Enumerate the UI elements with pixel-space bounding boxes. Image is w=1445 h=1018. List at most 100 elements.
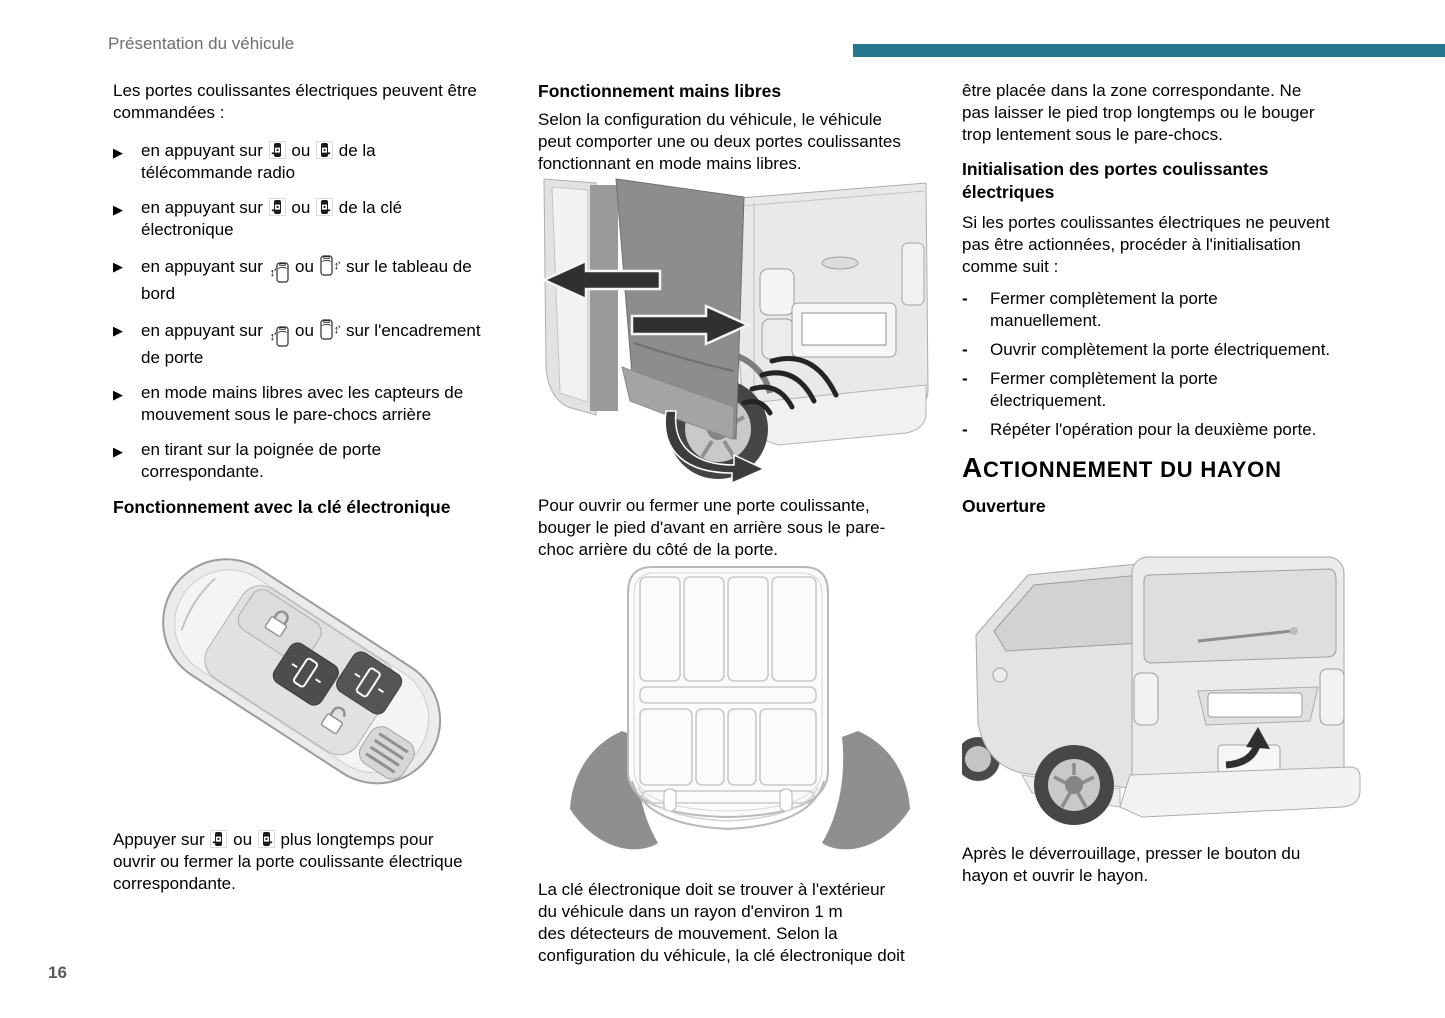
step-text: Fermer complètement la porte électriquem… [990, 369, 1218, 410]
rear-bumper [1119, 766, 1361, 818]
rear-bumper [747, 384, 927, 446]
heading-key-operation: Fonctionnement avec la clé électronique [113, 497, 451, 517]
unlock-icon [320, 706, 346, 735]
heading-hands-free: Fonctionnement mains libres [538, 81, 782, 101]
sliding-door-left-button-icon [268, 198, 286, 216]
hands-free-door-figure [540, 178, 929, 485]
left-tail-light [1133, 672, 1159, 726]
bullet-text: sur le tableau de bord [141, 257, 472, 303]
key-range-paragraph: La clé électronique doit se trouver à l'… [538, 880, 905, 965]
sliding-door-left-button-icon [210, 830, 228, 848]
bullet-hands-free: ▶ en mode mains libres avec les capteurs… [113, 382, 543, 426]
step-text: Répéter l'opération pour la deuxième por… [990, 420, 1317, 439]
side-window [993, 574, 1141, 652]
heading-tailgate-operation: Actionnement du hayon [962, 452, 1282, 483]
dash-marker: - [962, 289, 968, 308]
door-hinge [663, 788, 677, 812]
license-plate [1207, 692, 1303, 718]
bullet-remote-control: ▶ en appuyant sur ou de la télécommande … [113, 140, 543, 184]
door-handle [821, 256, 859, 270]
bullet-text: ou [286, 198, 316, 217]
bullet-text: en appuyant sur [141, 321, 268, 340]
sliding-door-right-button-icon [257, 830, 275, 848]
dash-marker: - [962, 420, 968, 439]
roof-panels [639, 576, 817, 804]
sliding-door-button-glyph [291, 657, 322, 688]
heading-initialisation: Initialisation des portes coulissantes é… [962, 159, 1269, 202]
license-plate [801, 312, 887, 346]
step-item: - Ouvrir complètement la porte électriqu… [962, 339, 1392, 361]
step-item: - Fermer complètement la porte électriqu… [962, 368, 1392, 412]
column-middle: Fonctionnement mains libres Selon la con… [538, 80, 964, 967]
bullet-text: en appuyant sur [141, 257, 268, 276]
sliding-door-button-glyph [354, 667, 384, 698]
triangle-bullet-icon: ▶ [113, 444, 123, 459]
triangle-bullet-icon: ▶ [113, 202, 123, 217]
updown-arrow-glyph: ↕' [333, 260, 341, 272]
bullet-text: ou [290, 257, 319, 276]
dash-marker: - [962, 369, 968, 388]
bullet-text: en mode mains libres avec les capteurs d… [141, 383, 464, 424]
tailgate-caption: Après le déverrouillage, presser le bout… [962, 844, 1301, 885]
right-tail-light [1319, 668, 1345, 726]
bullet-text: en appuyant sur [141, 141, 268, 160]
zone-paragraph: être placée dans la zone correspondante.… [962, 81, 1315, 144]
step-text: Ouvrir complètement la porte électriquem… [990, 340, 1331, 359]
initialisation-steps: - Fermer complètement la porte manuellem… [962, 288, 1392, 441]
step-item: - Fermer complètement la porte manuellem… [962, 288, 1392, 332]
dashboard-door-right-button-icon: ↕' [320, 318, 341, 340]
key-fob-figure [162, 558, 442, 785]
triangle-bullet-icon: ▶ [113, 323, 123, 338]
caption-text: Appuyer sur [113, 830, 210, 849]
triangle-bullet-icon: ▶ [113, 387, 123, 402]
right-detection-zone [822, 731, 910, 850]
subheading-opening: Ouverture [962, 496, 1046, 516]
key-caption: Appuyer sur ou plus longtemps pour ouvri… [113, 829, 543, 895]
van-outline-icon [276, 262, 289, 283]
updown-arrow-glyph: ↕' [269, 331, 277, 343]
dash-marker: - [962, 340, 968, 359]
dashboard-door-right-button-icon: ↕' [320, 254, 341, 276]
bullet-text: en appuyant sur [141, 198, 268, 217]
bullet-text: de la clé électronique [141, 198, 403, 239]
close-direction-arrow [630, 304, 752, 346]
caption-text: plus longtemps pour ouvrir ou fermer la … [113, 830, 463, 893]
bullet-electronic-key: ▶ en appuyant sur ou de la clé électroni… [113, 197, 543, 241]
column-left: Les portes coulissantes électriques peuv… [113, 80, 543, 895]
rear-bumper-line [631, 780, 825, 831]
dashboard-door-left-button-icon: ↕' [269, 325, 290, 347]
sliding-door-left-button-icon [268, 141, 286, 159]
step-text: Fermer complètement la porte manuellemen… [990, 289, 1218, 330]
foot-gesture-paragraph: Pour ouvrir ou fermer une porte coulissa… [538, 496, 886, 559]
rear-wiper [1197, 629, 1293, 643]
sliding-door-right-button-icon [316, 198, 334, 216]
lock-icon [264, 610, 289, 637]
bullet-door-handle: ▶ en tirant sur la poignée de porte corr… [113, 439, 543, 483]
bullet-text: ou [286, 141, 316, 160]
initialisation-paragraph: Si les portes coulissantes électriques n… [962, 213, 1330, 276]
scroll-ridges [365, 732, 409, 774]
open-direction-arrow [540, 259, 662, 301]
foot-kick-arrow [664, 410, 766, 485]
sliding-door-right-button-icon [316, 141, 334, 159]
updown-arrow-glyph: ↕' [269, 267, 277, 279]
van-outline-icon [276, 326, 289, 347]
bullet-door-frame: ▶ en appuyant sur ↕' ou ↕' sur l'encadre… [113, 318, 543, 369]
step-item: - Répéter l'opération pour la deuxième p… [962, 419, 1392, 441]
van-outline-icon [320, 255, 333, 276]
updown-arrow-glyph: ↕' [333, 324, 341, 336]
triangle-bullet-icon: ▶ [113, 145, 123, 160]
bullet-text: en tirant sur la poignée de porte corres… [141, 440, 382, 481]
intro-paragraph: Les portes coulissantes électriques peuv… [113, 81, 477, 122]
hands-free-paragraph: Selon la configuration du véhicule, le v… [538, 110, 901, 173]
page-header: Présentation du véhicule [108, 34, 295, 53]
bullet-text: ou [290, 321, 319, 340]
header-accent-bar [853, 44, 1445, 57]
fuel-flap [992, 667, 1008, 683]
page-number: 16 [48, 963, 67, 982]
tailgate-figure [962, 556, 1361, 825]
bullet-dashboard: ▶ en appuyant sur ↕' ou ↕' sur le tablea… [113, 254, 543, 305]
triangle-bullet-icon: ▶ [113, 259, 123, 274]
motion-sensor-waves [741, 356, 839, 416]
van-outline-icon [320, 319, 333, 340]
